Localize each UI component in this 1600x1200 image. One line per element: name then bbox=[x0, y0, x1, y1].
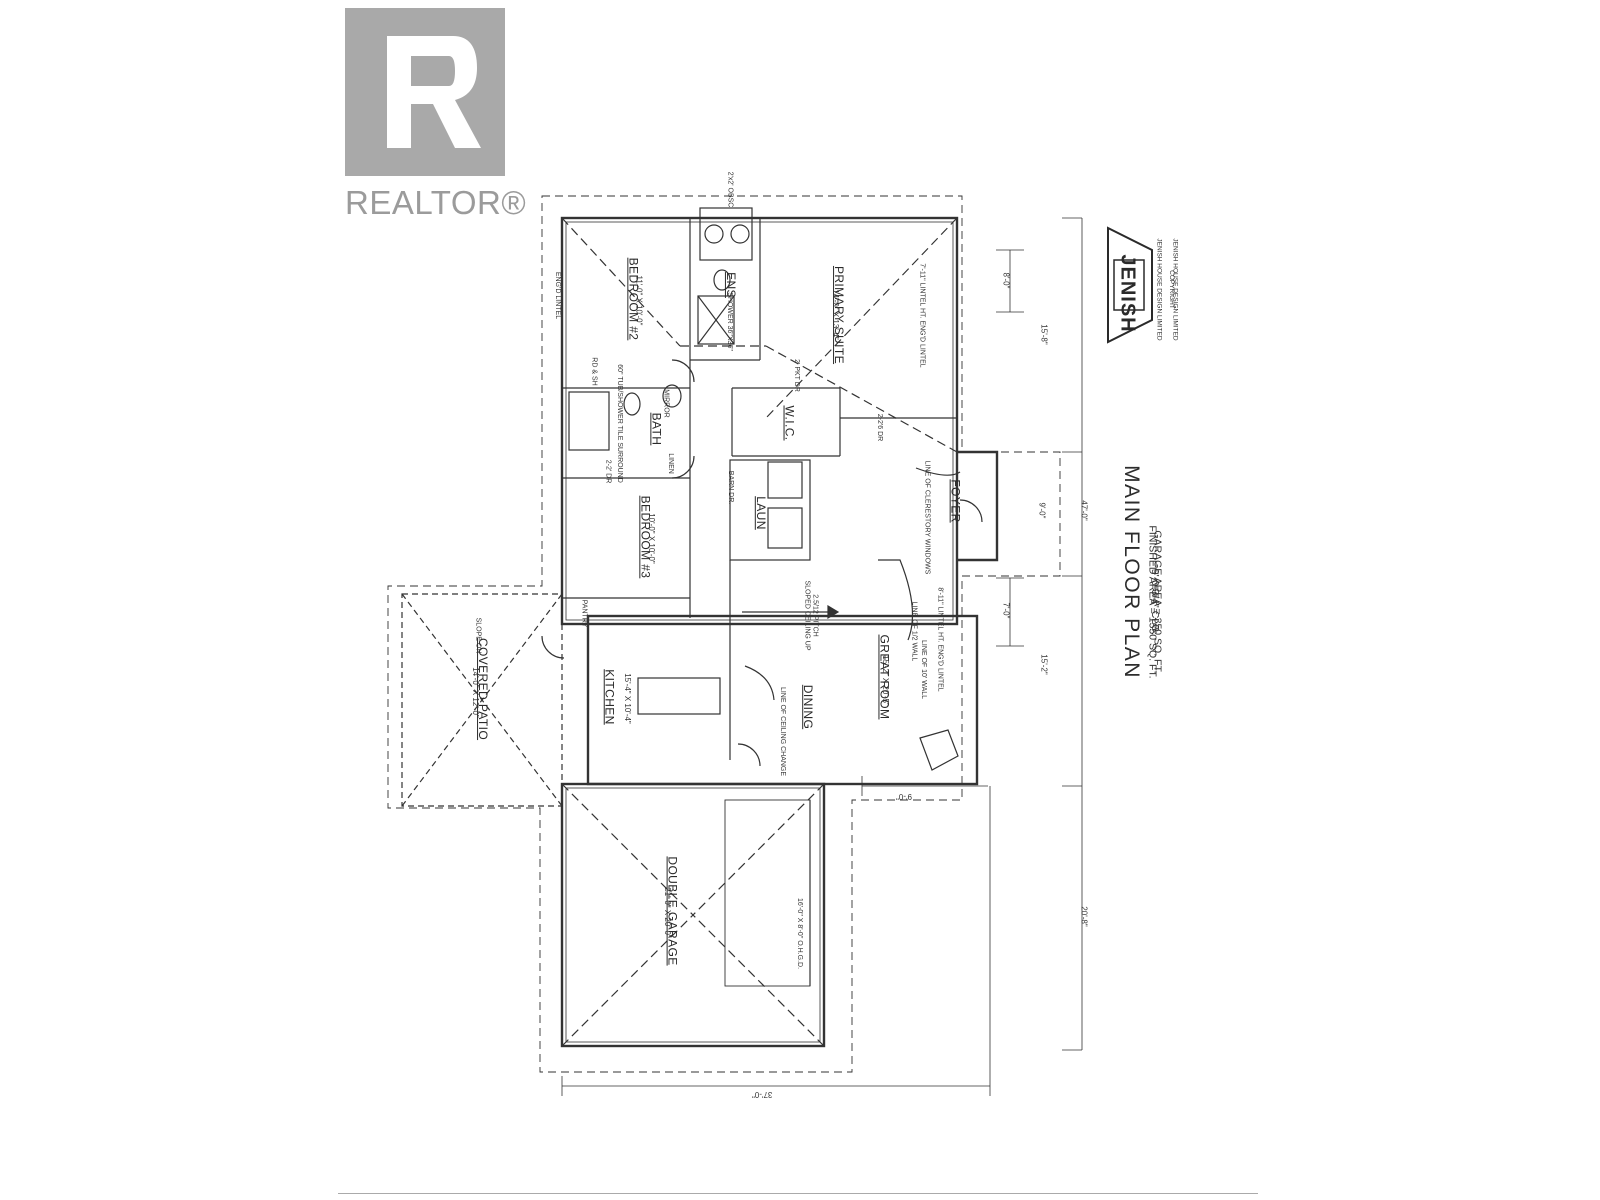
patio-size: 14'-0" X 12'-0" bbox=[470, 667, 480, 718]
great-lintel-note: 8'-11" LINTEL HT. ENG'D LINTEL bbox=[936, 587, 944, 692]
dim-top-seg: 15'-8" bbox=[1039, 324, 1049, 345]
closet-door-note: 2-2'6 DR bbox=[876, 413, 884, 442]
dim-step-9: 9'-0" bbox=[896, 792, 912, 801]
sloped-ceiling-note: SLOPED CEILING UP bbox=[803, 580, 811, 651]
realtor-r-mark bbox=[345, 8, 505, 176]
dining-label: DINING bbox=[801, 684, 816, 730]
jenish-line1: JENISH HOUSE DESIGN LIMITED bbox=[1155, 238, 1163, 341]
kitchen-label: KITCHEN bbox=[602, 669, 617, 725]
jenish-brand bbox=[1100, 220, 1210, 360]
linen-note: LINEN bbox=[666, 453, 674, 474]
half-wall-note: LINE OF 1/2 WALL bbox=[910, 601, 918, 662]
slope-note: SLOPE ON bbox=[474, 617, 482, 654]
dim-low-seg: 15'-2" bbox=[1039, 654, 1049, 675]
obsc-note: 2'x2' OBSC bbox=[726, 171, 734, 208]
kitchen-size: 15'-4" X 10'-4" bbox=[622, 673, 632, 724]
garage-door-note: 16'-0" X 8'-0" O.H.G.D. bbox=[796, 897, 804, 970]
dr-note: 2-2' DR bbox=[604, 459, 612, 484]
barn-door-note: BARN DR. bbox=[727, 470, 735, 505]
rd-sh-note: RD & SH bbox=[590, 357, 598, 386]
garage-size: 21'-0" X 20'-0" bbox=[662, 887, 672, 938]
page-bottom-rule bbox=[338, 1193, 1258, 1194]
bath-label: BATH bbox=[649, 412, 664, 446]
pocket-door-note: 2' PKT DR bbox=[792, 359, 800, 392]
tall-wall-note: LINE OF 10' WALL bbox=[920, 639, 928, 700]
realtor-logo: REALTOR® bbox=[345, 8, 526, 221]
clerestory-note: LINE OF CLERESTORY WINDOWS bbox=[923, 460, 931, 575]
primary-lintel-note: 7'-11" LINTEL HT. ENG'D LINTEL bbox=[918, 263, 926, 368]
dim-overall-depth: 47'-0" bbox=[1079, 500, 1089, 521]
tub-note: 60" TUB/SHOWER TILE SURROUND bbox=[615, 364, 623, 483]
realtor-wordmark: REALTOR® bbox=[345, 184, 527, 221]
foyer-label: FOYER bbox=[948, 479, 963, 523]
laun-label: LAUN bbox=[753, 496, 768, 530]
shower-note: SHOWER 36"X36" bbox=[725, 292, 733, 351]
dim-garage-depth: 20'-8" bbox=[1079, 906, 1089, 927]
dim-front-7: 7'-0" bbox=[1001, 602, 1011, 619]
primary-suite-size: 14'-0" X 13'-4" bbox=[830, 289, 840, 340]
area-ceiling: 9'-0-3/4" CLG. bbox=[1149, 568, 1162, 636]
great-room-size: 15'-2" X 20'-5" bbox=[880, 655, 890, 706]
dim-width: 37'-0" bbox=[752, 1090, 773, 1099]
jenish-house-icon bbox=[1107, 226, 1153, 344]
pitch-note: 2.5/12 PITCH bbox=[811, 594, 819, 637]
bedroom2-size: 11'-0" X 10'-0" bbox=[634, 275, 644, 326]
wic-label: W.I.C. bbox=[782, 405, 797, 441]
jenish-line3: JENISH HOUSE DESIGN LIMITED bbox=[1171, 238, 1179, 341]
dim-front-8: 8'-0" bbox=[1001, 272, 1011, 289]
pantry-note: PANTRY bbox=[580, 599, 588, 628]
jenish-wordmark: JENISH bbox=[1116, 254, 1139, 333]
engd-lintel-note: ENG'D LINTEL bbox=[554, 271, 562, 320]
plan-title: MAIN FLOOR PLAN bbox=[1119, 465, 1143, 679]
bedroom3-size: 10'-0" X 10'-0" bbox=[646, 513, 656, 564]
mirror-note: MIRROR bbox=[662, 389, 670, 418]
ceiling-change-note: LINE OF CEILING CHANGE bbox=[779, 686, 787, 777]
dim-mid-seg: 9'-0" bbox=[1037, 502, 1047, 519]
